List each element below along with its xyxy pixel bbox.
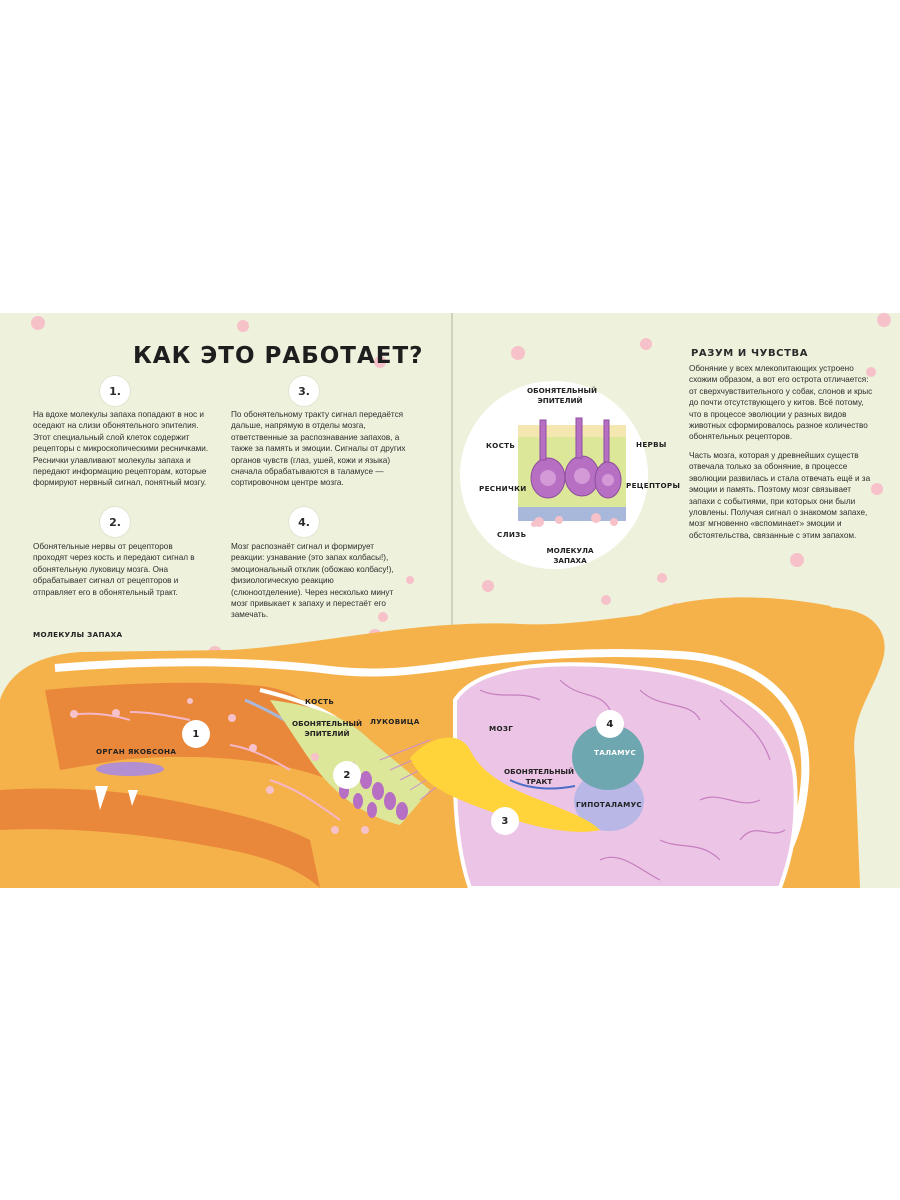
illustration-canvas: [0, 313, 891, 888]
inset-odor-molecules: [531, 513, 618, 527]
marker-4: [596, 710, 624, 738]
teeth: [95, 786, 138, 810]
label-bone: Кость: [305, 697, 335, 706]
label-brain: Мозг: [489, 724, 514, 733]
side-title: Разум и чувства: [691, 348, 809, 359]
label-odor-molecules: Молекулы запаха: [33, 630, 123, 639]
lower-jaw-highlight: [0, 829, 320, 888]
inset-label-bone: Кость: [486, 441, 516, 450]
marker-2: [333, 761, 361, 789]
marker-3: [491, 807, 519, 835]
marker-4-label: 4: [606, 719, 614, 730]
step-4-number: 4.: [289, 507, 319, 537]
jacobson-organ: [96, 762, 164, 776]
marker-1-label: 1: [192, 729, 200, 740]
inset-mucus: [518, 507, 626, 521]
inset-label-cilia: Реснички: [479, 484, 527, 493]
inset-label-nerves: Нервы: [636, 440, 667, 449]
side-paragraph-2: Часть мозга, которая у древнейших сущест…: [689, 451, 871, 540]
side-paragraph-1: Обоняние у всех млекопитающих устроено с…: [689, 364, 873, 442]
step-3-number: 3.: [289, 376, 319, 406]
airflow-arrows: [69, 711, 341, 821]
olfactory-bulb-tract: [410, 737, 600, 832]
step-2-text: Обонятельные нервы от рецепторов проходя…: [33, 542, 195, 597]
inset-label-mucus: Слизь: [497, 530, 527, 539]
marker-2-label: 2: [343, 770, 351, 781]
label-epithelium: Обонятельный эпителий: [292, 719, 362, 738]
odor-molecules-in-nose: [70, 698, 369, 834]
page-title: Как это работает?: [133, 343, 424, 369]
step-2-number: 2.: [100, 507, 130, 537]
inset-bone-layer: [518, 425, 626, 437]
skull-outline: [54, 649, 810, 888]
inset-neurons: [530, 417, 622, 499]
label-thalamus: Таламус: [594, 748, 637, 757]
label-hypothalamus: Гипоталамус: [576, 800, 642, 809]
label-jacobson: Орган Якобсона: [96, 747, 177, 756]
label-bulb: Луковица: [370, 717, 420, 726]
inset-label-molecule: Молекула запаха: [546, 546, 594, 565]
marker-1: [182, 720, 210, 748]
inset-nuclei: [540, 468, 614, 486]
label-tract: Обонятельный тракт: [504, 767, 574, 786]
inset-label-epithelium: Обонятельный эпителий: [527, 386, 597, 405]
dog-ear: [640, 597, 845, 655]
step-3-text: По обонятельному тракту сигнал передаётс…: [231, 410, 406, 488]
tract-arrow: [509, 779, 576, 790]
marker-3-label: 3: [501, 816, 509, 827]
step-4-text: Мозг распознаёт сигнал и формирует реакц…: [231, 542, 394, 620]
step-1-text: На вдохе молекулы запаха попадают в нос …: [33, 410, 209, 488]
thalamus-shape: [572, 724, 644, 790]
step-1-number: 1.: [100, 376, 130, 406]
inset-label-receptors: Рецепторы: [626, 481, 681, 490]
brain-folds: [479, 679, 786, 881]
book-spread: [0, 313, 900, 888]
